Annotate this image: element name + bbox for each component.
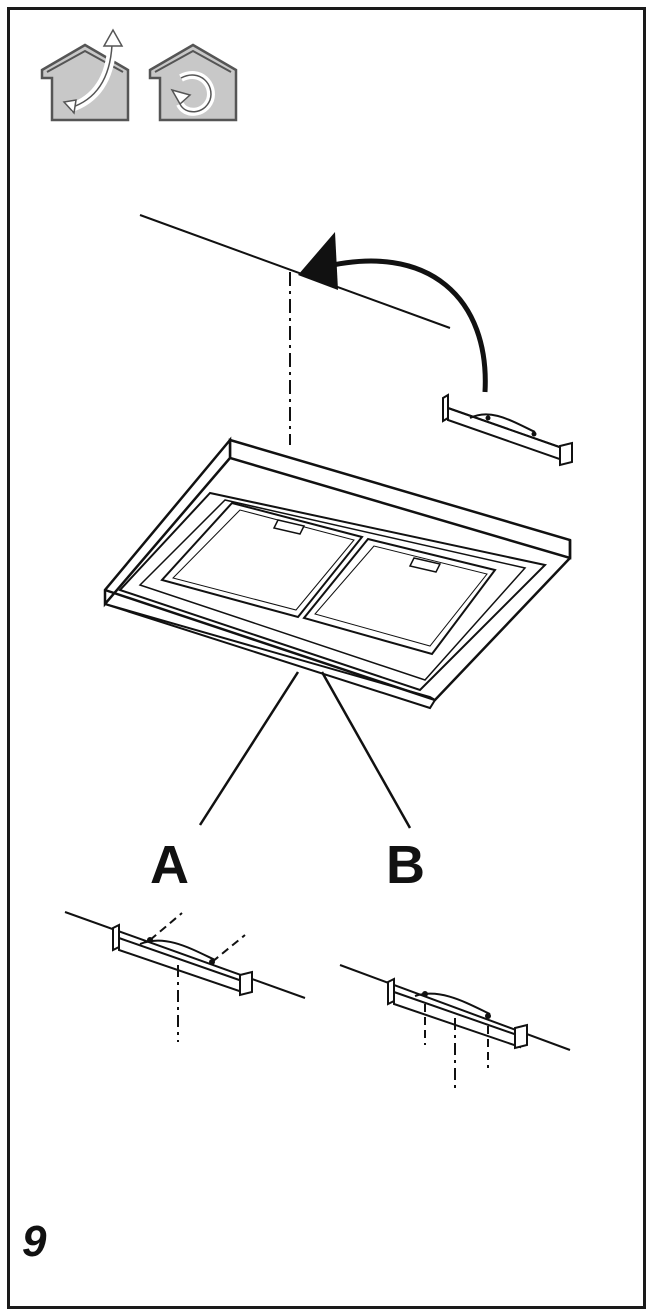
leader-line-b — [320, 671, 412, 829]
grease-filter-left — [160, 501, 364, 619]
cooker-hood — [103, 436, 572, 710]
leader-line-a — [198, 671, 300, 826]
recirculation-house-icon — [148, 43, 238, 122]
curved-arrow — [319, 258, 488, 393]
step-number: 9 — [22, 1217, 47, 1266]
bracket-a-detail — [64, 911, 306, 1042]
bracket-a-label: A — [150, 835, 189, 895]
arrow-head — [298, 232, 338, 290]
bracket-b-label: B — [386, 835, 425, 895]
wall-bracket-top — [442, 393, 573, 467]
bracket-b-detail — [339, 964, 571, 1092]
grease-filter-right — [302, 537, 497, 656]
ducted-extraction-house-icon — [40, 28, 130, 122]
wall-line — [139, 214, 451, 329]
